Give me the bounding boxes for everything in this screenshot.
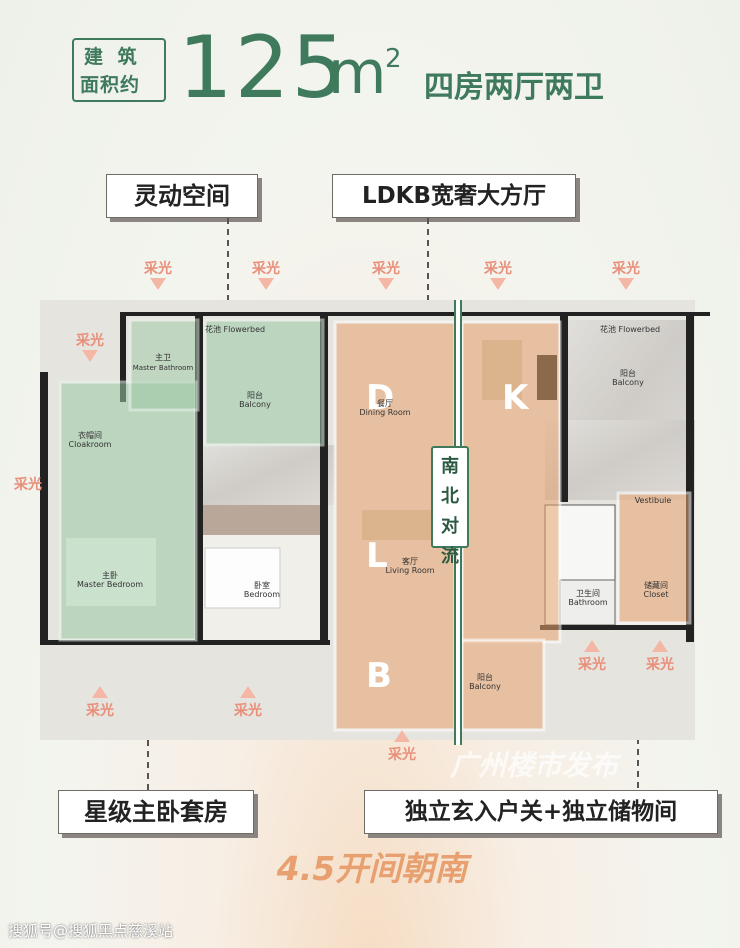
layout-type: 四房两厅两卫 — [424, 70, 604, 105]
room-cloakroom-cn: 衣帽间 — [78, 431, 102, 440]
light-marker-5: 采光 — [606, 258, 646, 292]
callout-ldkb: LDKB宽奢大方厅 — [332, 174, 576, 218]
light-marker-11: 采光 — [572, 640, 612, 674]
room-balcony1-en: Balcony — [239, 400, 271, 409]
room-balcony3-cn: 阳台 — [477, 673, 493, 682]
room-master-bed-cn: 主卧 — [102, 571, 118, 580]
area-label-line1: 建 筑 — [84, 46, 141, 68]
callout-flexible-space: 灵动空间 — [106, 174, 258, 218]
plan-watermark: 广州楼市发布 — [450, 749, 619, 782]
callout-master-suite: 星级主卧套房 — [58, 790, 254, 834]
room-balcony3-en: Balcony — [469, 682, 501, 691]
room-master-bath-en: Master Bathroom — [132, 364, 194, 372]
source-watermark: 搜狐号@搜狐黑点慈溪站 — [8, 922, 174, 940]
room-balcony1-cn: 阳台 — [247, 391, 263, 400]
light-marker-2: 采光 — [246, 258, 286, 292]
room-dining-en: Dining Room — [359, 408, 411, 417]
callout-entrance: 独立玄入户关+独立储物间 — [364, 790, 718, 834]
area-label-line2: 面积约 — [80, 74, 141, 96]
room-bedroom-en: Bedroom — [243, 590, 281, 599]
room-cloakroom-en: Cloakroom — [68, 440, 112, 449]
light-marker-4: 采光 — [478, 258, 518, 292]
light-marker-10: 采光 — [382, 730, 422, 764]
room-bath-cn: 卫生间 — [576, 589, 600, 598]
room-bedroom-cn: 卧室 — [254, 581, 270, 590]
light-marker-8: 采光 — [80, 686, 120, 720]
light-marker-7: 采光 — [14, 477, 42, 493]
room-flowerbed-1: 花池 Flowerbed — [205, 325, 266, 334]
area-label-frame — [72, 38, 166, 102]
zone-k: K — [502, 378, 529, 418]
zone-d: D — [366, 378, 395, 418]
crossflow-label: 南北对流 — [441, 456, 459, 567]
area-number: 125 — [178, 18, 349, 118]
room-master-bed-en: Master Bedroom — [76, 580, 144, 589]
room-closet-en: Closet — [643, 590, 669, 599]
room-master-bath-cn: 主卫 — [155, 353, 171, 362]
room-vestibule: Vestibule — [634, 496, 672, 505]
room-bath-en: Bathroom — [568, 598, 608, 607]
zone-b: B — [366, 656, 392, 696]
room-closet-cn: 储藏间 — [644, 581, 668, 590]
room-living-en: Living Room — [385, 566, 435, 575]
light-marker-6: 采光 — [70, 330, 110, 364]
bottom-title: 4.5开间朝南 — [276, 849, 468, 888]
room-living-cn: 客厅 — [402, 557, 418, 566]
room-balcony2-en: Balcony — [612, 378, 644, 387]
light-marker-3: 采光 — [366, 258, 406, 292]
area-unit: m — [328, 38, 387, 108]
light-marker-12: 采光 — [640, 640, 680, 674]
zone-l: L — [366, 536, 388, 576]
area-unit-superscript: 2 — [385, 44, 402, 74]
room-balcony2-cn: 阳台 — [620, 369, 636, 378]
room-dining-cn: 餐厅 — [377, 399, 393, 408]
light-marker-9: 采光 — [228, 686, 268, 720]
light-marker-1: 采光 — [138, 258, 178, 292]
room-flowerbed-2: 花池 Flowerbed — [600, 325, 661, 334]
